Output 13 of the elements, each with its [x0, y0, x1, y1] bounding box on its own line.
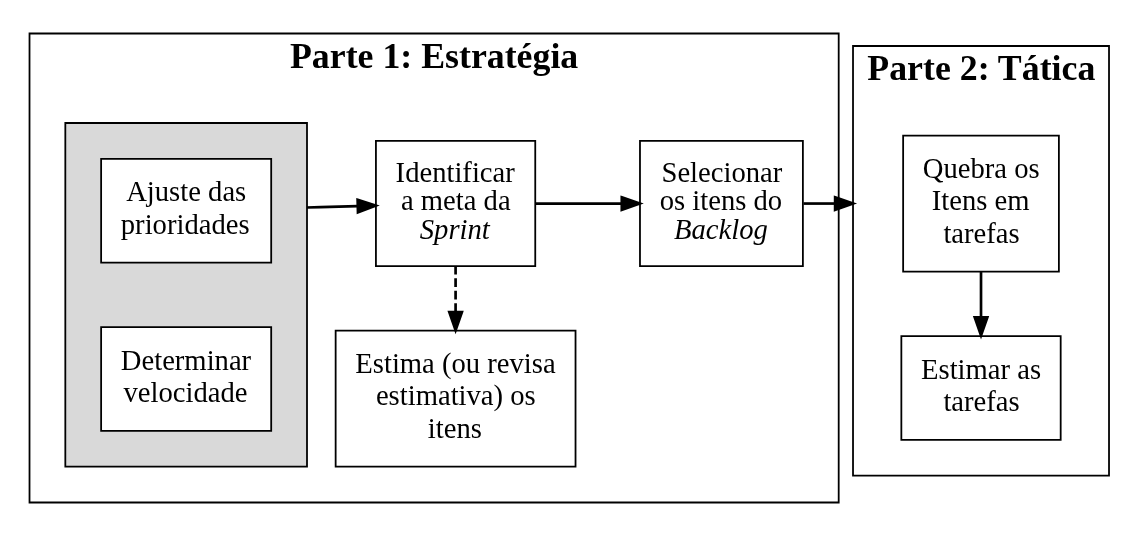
node-box: Determinar velocidade: [100, 325, 273, 432]
arrow: [972, 271, 990, 339]
arrow: [447, 265, 464, 334]
node-box: Selecionar os itens do Backlog: [639, 139, 804, 267]
node-box: Ajuste das prioridades: [100, 157, 273, 264]
node-box: Estimar as tarefas: [900, 334, 1062, 441]
cluster: [64, 121, 308, 468]
node-box: Identificar a meta da Sprint: [375, 139, 537, 267]
arrow: [803, 194, 858, 212]
arrow: [535, 194, 644, 212]
node-box: Quebra os Itens em tarefas: [902, 134, 1060, 272]
node-box: Estima (ou revisa estimativa) os itens: [334, 329, 577, 468]
arrow: [306, 197, 380, 214]
